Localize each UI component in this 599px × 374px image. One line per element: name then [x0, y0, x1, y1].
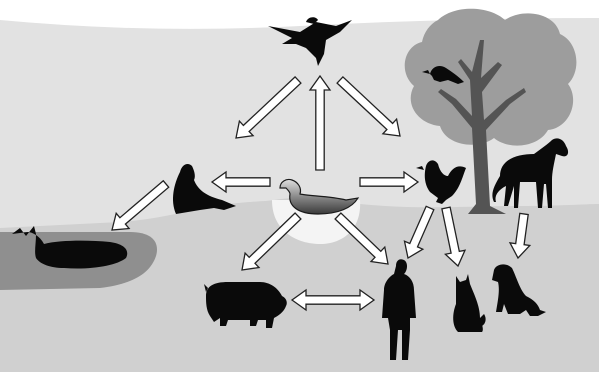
food-web-canvas — [0, 0, 599, 374]
food-web-diagram — [0, 0, 599, 374]
